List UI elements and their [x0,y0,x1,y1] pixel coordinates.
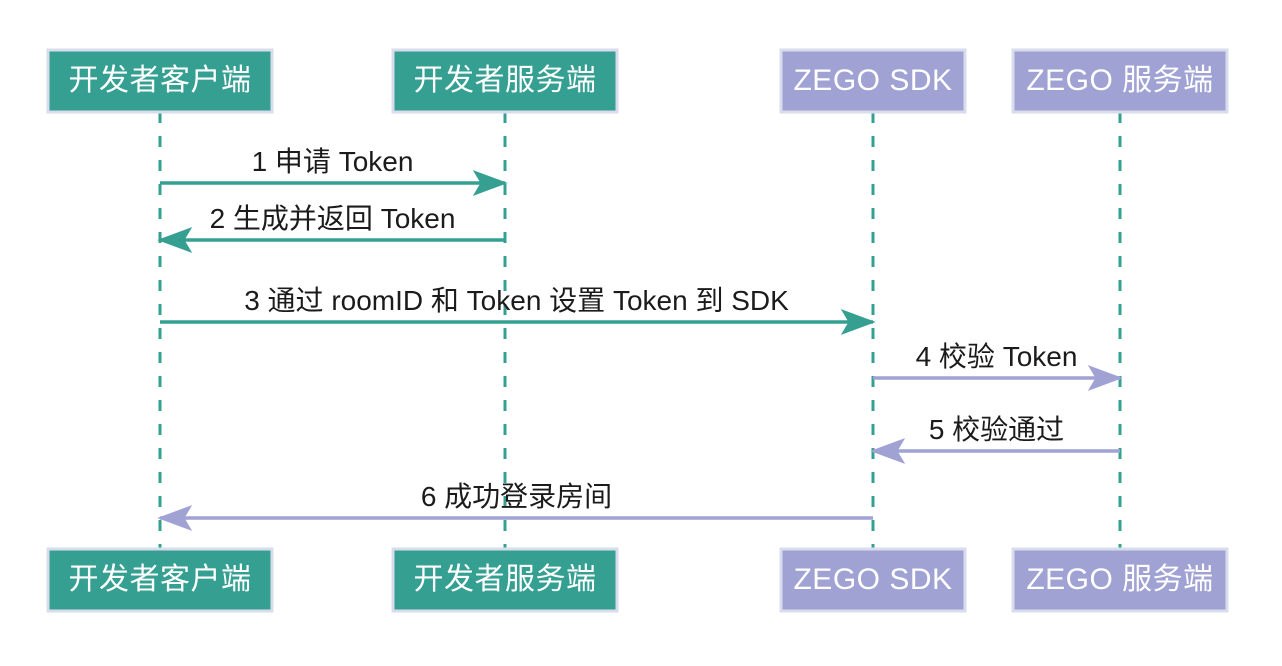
message-2: 2 生成并返回 Token [157,203,505,253]
message-4: 4 校验 Token [873,341,1123,391]
actor-zego-server-bottom[interactable]: ZEGO 服务端 [1011,547,1229,613]
actor-box-dev-client-bottom [46,547,274,613]
message-label-3: 3 通过 roomID 和 Token 设置 Token 到 SDK [244,285,789,316]
message-6: 6 成功登录房间 [157,481,873,531]
actor-label-zego-sdk-bottom: ZEGO SDK [793,563,952,596]
messages-layer: 1 申请 Token 2 生成并返回 Token 3 通过 roomID 和 Tok… [157,146,1123,531]
actor-dev-client-bottom[interactable]: 开发者客户端 [46,547,274,613]
actor-box-dev-client-top [46,48,274,114]
message-label-6: 6 成功登录房间 [421,481,612,512]
actor-dev-server-top[interactable]: 开发者服务端 [391,48,619,114]
message-5: 5 校验通过 [870,414,1120,464]
actor-label-zego-server-top: ZEGO 服务端 [1026,64,1213,97]
message-label-1: 1 申请 Token [252,146,414,177]
footer-actors-layer: 开发者客户端 开发者服务端 ZEGO SDK ZEGO 服务端 [46,547,1229,613]
lifelines-layer [158,112,1122,549]
message-label-2: 2 生成并返回 Token [210,203,456,234]
actor-label-dev-server-bottom: 开发者服务端 [414,563,597,596]
actor-zego-sdk-top[interactable]: ZEGO SDK [779,48,967,114]
message-3: 3 通过 roomID 和 Token 设置 Token 到 SDK [160,285,876,335]
message-label-4: 4 校验 Token [916,341,1078,372]
header-actors-layer: 开发者客户端 开发者服务端 ZEGO SDK ZEGO 服务端 [46,48,1229,114]
actor-box-zego-sdk-top [779,48,967,114]
actor-label-zego-sdk-top: ZEGO SDK [793,64,952,97]
actor-dev-server-bottom[interactable]: 开发者服务端 [391,547,619,613]
actor-box-zego-sdk-bottom [779,547,967,613]
actor-box-dev-server-bottom [391,547,619,613]
actor-box-dev-server-top [391,48,619,114]
actor-label-dev-client-bottom: 开发者客户端 [69,563,252,596]
actor-zego-server-top[interactable]: ZEGO 服务端 [1011,48,1229,114]
actor-zego-sdk-bottom[interactable]: ZEGO SDK [779,547,967,613]
actor-box-zego-server-top [1011,48,1229,114]
message-1: 1 申请 Token [160,146,508,196]
message-label-5: 5 校验通过 [929,414,1064,445]
actor-label-zego-server-bottom: ZEGO 服务端 [1026,563,1213,596]
actor-box-zego-server-bottom [1011,547,1229,613]
actor-label-dev-client-top: 开发者客户端 [69,64,252,97]
actor-label-dev-server-top: 开发者服务端 [414,64,597,97]
actor-dev-client-top[interactable]: 开发者客户端 [46,48,274,114]
